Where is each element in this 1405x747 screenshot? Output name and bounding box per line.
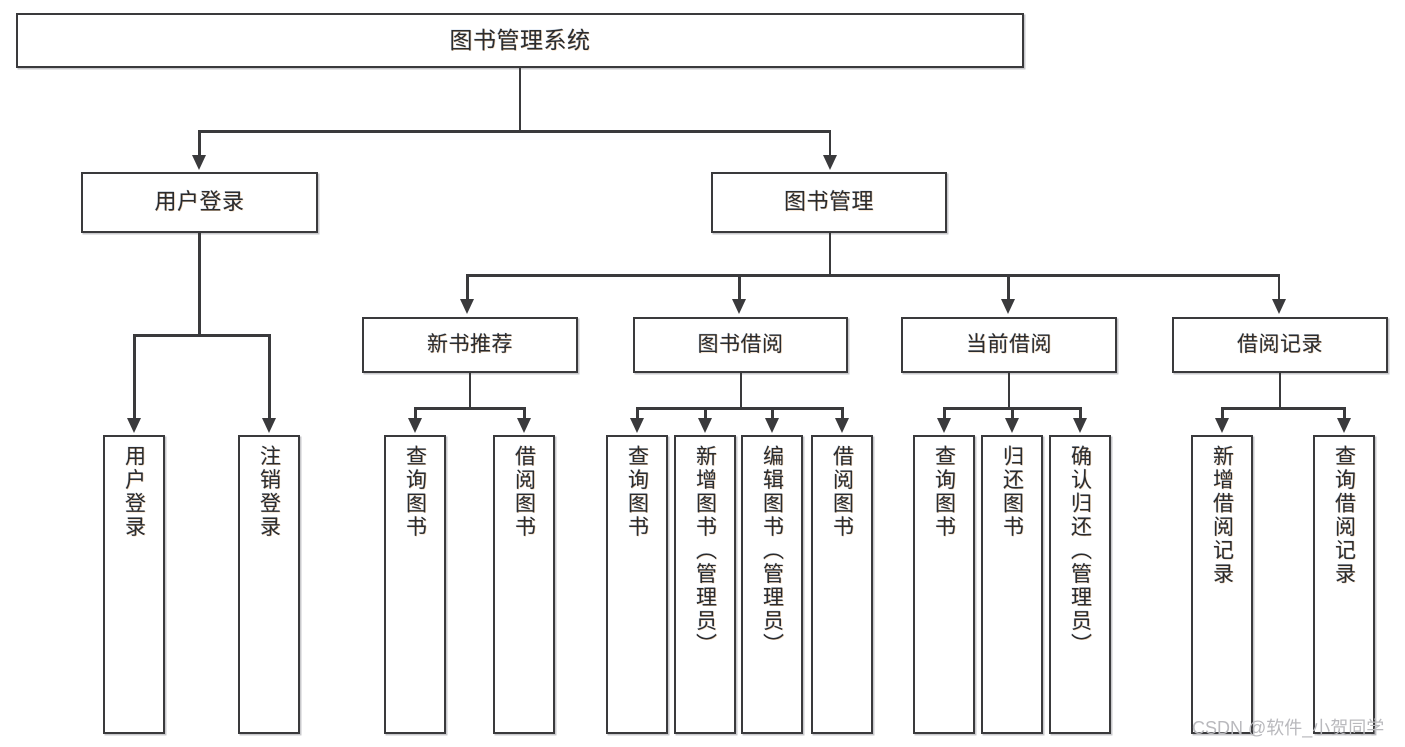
leaf-label: 借阅图书 — [512, 445, 536, 539]
arrow-current-borrow-to-leaf-1 — [1005, 418, 1020, 433]
node-current-borrow[interactable]: 当前借阅 — [901, 317, 1117, 373]
arrow-book-borrow-to-leaf-2 — [765, 418, 780, 433]
leaf-label: 确认归还（管理员） — [1068, 445, 1092, 657]
node-label: 图书管理系统 — [449, 26, 591, 53]
node-root-library-system[interactable]: 图书管理系统 — [16, 13, 1024, 68]
arrow-book-mgmt-to-lvl3-3 — [1271, 299, 1286, 314]
node-label: 新书推荐 — [427, 333, 513, 357]
leaf-borrow-borrow-books[interactable]: 借阅图书 — [811, 435, 873, 734]
arrow-book-mgmt-to-lvl3-2 — [1001, 299, 1016, 314]
node-book-management[interactable]: 图书管理 — [711, 172, 947, 233]
edge-root-to-book-mgmt — [828, 130, 831, 158]
edge-book-borrow-to-leaf-1 — [704, 407, 707, 421]
edge-book-mgmt-to-lvl3-3 — [1277, 274, 1280, 302]
node-label: 借阅记录 — [1237, 333, 1323, 357]
leaf-current-query-books[interactable]: 查询图书 — [913, 435, 975, 734]
edge-book-mgmt-to-lvl3-0 — [466, 274, 469, 302]
node-label: 图书借阅 — [697, 333, 784, 357]
arrow-root-to-user-login — [192, 155, 207, 170]
leaf-new-book-borrow-books[interactable]: 借阅图书 — [493, 435, 555, 734]
leaf-label: 查询借阅记录 — [1332, 445, 1356, 586]
node-borrow-record[interactable]: 借阅记录 — [1172, 317, 1388, 373]
leaf-label: 查询图书 — [625, 445, 649, 539]
arrow-current-borrow-to-leaf-2 — [1073, 418, 1088, 433]
arrow-borrow-record-to-leaf-0 — [1215, 418, 1230, 433]
edge-current-borrow-to-leaf-0 — [943, 407, 946, 421]
edge-user-login-rail — [133, 334, 270, 337]
leaf-label: 归还图书 — [1000, 445, 1024, 539]
node-new-book-recommend[interactable]: 新书推荐 — [362, 317, 578, 373]
edge-user-login-to-leaf-0 — [133, 334, 136, 421]
edge-borrow-record-to-leaf-1 — [1343, 407, 1346, 421]
edge-current-borrow-to-leaf-1 — [1011, 407, 1014, 421]
edge-root-rail — [198, 130, 831, 133]
arrow-user-login-to-leaf-1 — [262, 418, 277, 433]
edge-book-borrow-to-leaf-3 — [841, 407, 844, 421]
leaf-label: 新增图书（管理员） — [693, 445, 717, 657]
edge-borrow-record-to-leaf-0 — [1221, 407, 1224, 421]
edge-book-mgmt-to-lvl3-1 — [738, 274, 741, 302]
arrow-borrow-record-to-leaf-1 — [1337, 418, 1352, 433]
edge-user-login-stem — [198, 233, 201, 335]
arrow-book-mgmt-to-lvl3-1 — [732, 299, 747, 314]
edge-new-book-to-leaf-0 — [414, 407, 417, 421]
edge-book-mgmt-stem — [828, 233, 831, 275]
node-book-borrow[interactable]: 图书借阅 — [633, 317, 848, 373]
leaf-user-login[interactable]: 用户登录 — [103, 435, 165, 734]
node-label: 图书管理 — [783, 189, 874, 215]
leaf-current-return-books[interactable]: 归还图书 — [981, 435, 1043, 734]
leaf-new-book-query-books[interactable]: 查询图书 — [384, 435, 446, 734]
edge-book-borrow-rail — [636, 407, 844, 410]
edge-book-borrow-stem — [739, 373, 742, 408]
edge-borrow-record-rail — [1221, 407, 1345, 410]
edge-book-mgmt-rail — [466, 274, 1280, 277]
watermark-csdn: CSDN @软件_小贺同学 — [1192, 718, 1385, 738]
arrow-book-borrow-to-leaf-3 — [835, 418, 850, 433]
arrow-book-borrow-to-leaf-0 — [630, 418, 645, 433]
leaf-logout[interactable]: 注销登录 — [238, 435, 300, 734]
edge-root-to-user-login — [198, 130, 201, 158]
arrow-user-login-to-leaf-0 — [127, 418, 142, 433]
edge-new-book-stem — [468, 373, 471, 408]
leaf-label: 新增借阅记录 — [1210, 445, 1234, 586]
leaf-label: 用户登录 — [122, 445, 146, 539]
leaf-record-add-borrow-record[interactable]: 新增借阅记录 — [1191, 435, 1253, 734]
node-label: 当前借阅 — [966, 333, 1052, 357]
edge-current-borrow-to-leaf-2 — [1079, 407, 1082, 421]
edge-new-book-rail — [414, 407, 525, 410]
arrow-book-mgmt-to-lvl3-0 — [460, 299, 475, 314]
leaf-borrow-add-book-admin[interactable]: 新增图书（管理员） — [674, 435, 736, 734]
arrow-current-borrow-to-leaf-0 — [937, 418, 952, 433]
leaf-current-confirm-return-admin[interactable]: 确认归还（管理员） — [1049, 435, 1111, 734]
edge-book-borrow-to-leaf-0 — [636, 407, 639, 421]
leaf-label: 查询图书 — [932, 445, 956, 539]
edge-borrow-record-stem — [1278, 373, 1281, 408]
leaf-borrow-edit-book-admin[interactable]: 编辑图书（管理员） — [741, 435, 803, 734]
arrow-root-to-book-mgmt — [822, 155, 837, 170]
leaf-label: 编辑图书（管理员） — [760, 445, 784, 657]
leaf-label: 注销登录 — [257, 445, 281, 539]
leaf-label: 查询图书 — [403, 445, 427, 539]
leaf-label: 借阅图书 — [830, 445, 854, 539]
edge-user-login-to-leaf-1 — [268, 334, 271, 421]
arrow-new-book-to-leaf-0 — [408, 418, 423, 433]
edge-book-borrow-to-leaf-2 — [771, 407, 774, 421]
node-label: 用户登录 — [154, 189, 245, 215]
edge-current-borrow-stem — [1007, 373, 1010, 408]
arrow-book-borrow-to-leaf-1 — [698, 418, 713, 433]
edge-root-stem — [518, 68, 521, 131]
leaf-record-query-borrow-record[interactable]: 查询借阅记录 — [1313, 435, 1375, 734]
leaf-borrow-query-books[interactable]: 查询图书 — [606, 435, 668, 734]
edge-book-mgmt-to-lvl3-2 — [1007, 274, 1010, 302]
edge-new-book-to-leaf-1 — [523, 407, 526, 421]
arrow-new-book-to-leaf-1 — [517, 418, 532, 433]
node-user-login[interactable]: 用户登录 — [81, 172, 318, 233]
